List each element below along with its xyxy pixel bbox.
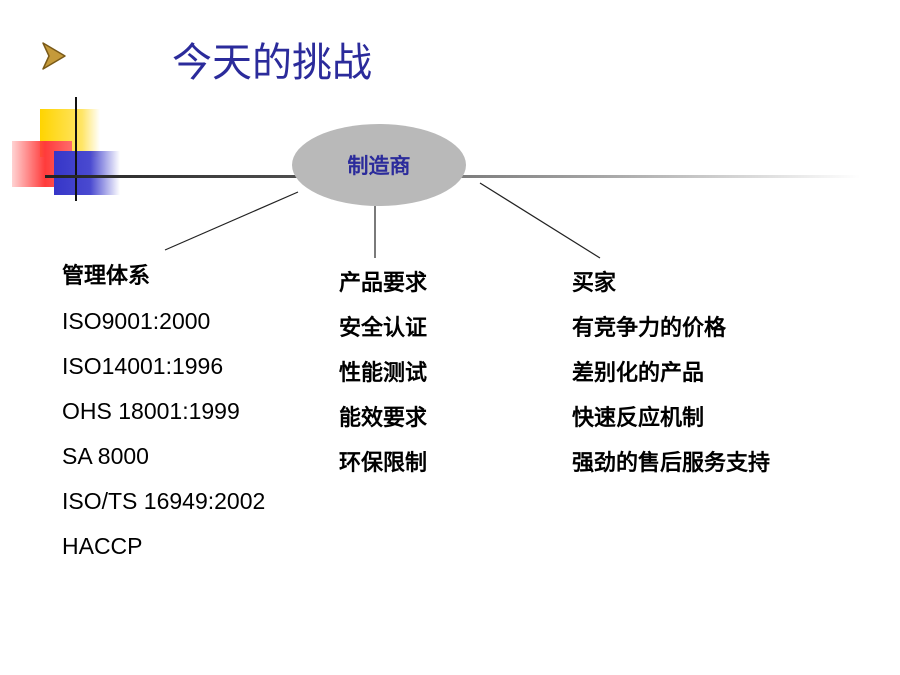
hub-label: 制造商 [347, 154, 411, 178]
page-title: 今天的挑战 [172, 40, 372, 86]
management-heading: 管理体系 [62, 264, 151, 289]
list-item: 买家 [572, 271, 617, 296]
list-item: ISO/TS 16949:2002 [62, 488, 266, 514]
list-item: SA 8000 [62, 443, 149, 469]
list-item: 环保限制 [339, 451, 428, 476]
list-item: 产品要求 [339, 271, 428, 296]
blue-square [54, 151, 120, 195]
list-item: 有竞争力的价格 [572, 316, 727, 341]
connector-right [479, 182, 601, 259]
management-list: 管理体系 ISO9001:2000 ISO14001:1996 OHS 1800… [62, 254, 265, 569]
list-item: OHS 18001:1999 [62, 398, 240, 424]
list-item: ISO14001:1996 [62, 353, 224, 379]
list-item: ISO9001:2000 [62, 308, 211, 334]
list-item: 能效要求 [339, 406, 428, 431]
hub-ellipse: 制造商 [292, 124, 466, 206]
list-item: HACCP [62, 533, 143, 559]
list-item: 差别化的产品 [572, 361, 705, 386]
list-item: 安全认证 [339, 316, 428, 341]
buyer-list: 买家 有竞争力的价格 差别化的产品 快速反应机制 强劲的售后服务支持 [572, 261, 770, 486]
decorative-squares [0, 95, 130, 205]
vertical-rule [75, 97, 77, 201]
list-item: 性能测试 [339, 361, 428, 386]
product-list: 产品要求 安全认证 性能测试 能效要求 环保限制 [339, 261, 427, 486]
list-item: 快速反应机制 [572, 406, 705, 431]
arrow-bullet-icon [42, 42, 66, 70]
connector-left [164, 191, 299, 251]
list-item: 强劲的售后服务支持 [572, 451, 771, 476]
